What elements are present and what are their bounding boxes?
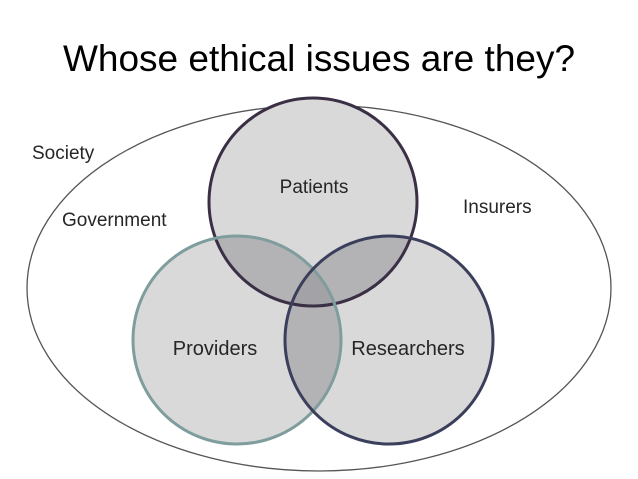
researchers-circle-outline <box>283 234 495 446</box>
providers-circle-outline <box>131 234 343 446</box>
researchers-label: Researchers <box>351 338 464 360</box>
overlap-patients-researchers <box>285 236 417 306</box>
patients-label: Patients <box>280 177 349 198</box>
providers-label: Providers <box>173 338 257 360</box>
society-label: Society <box>32 143 95 164</box>
page-title: Whose ethical issues are they? <box>62 38 576 79</box>
overlap-patients-providers <box>209 236 341 306</box>
patients-circle-outline <box>207 96 419 308</box>
government-label: Government <box>62 210 167 231</box>
insurers-label: Insurers <box>463 197 532 218</box>
